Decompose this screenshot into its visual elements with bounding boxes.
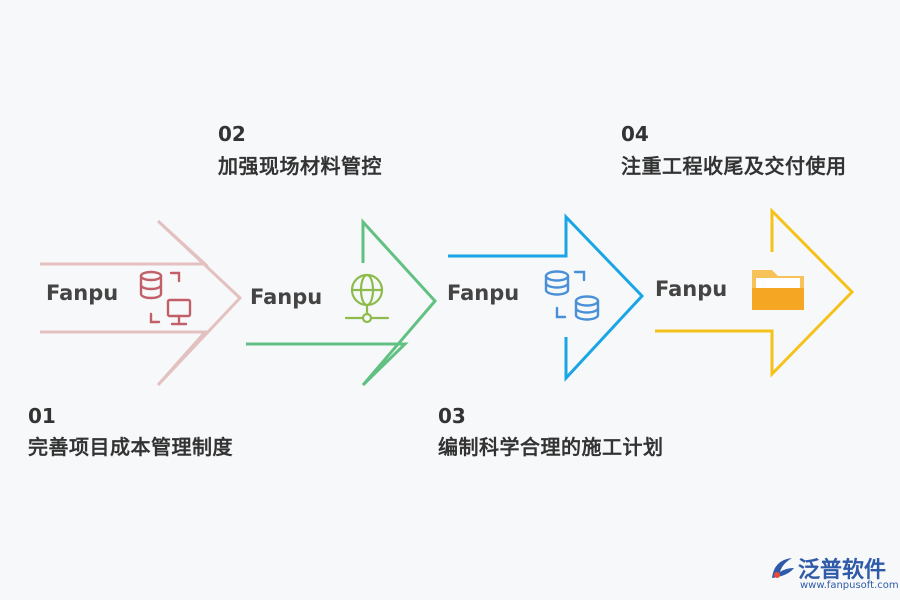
step-brand-3: Fanpu (447, 281, 520, 305)
step-brand-4: Fanpu (655, 277, 728, 301)
step-number-3: 03 (438, 404, 466, 428)
database-computer-icon (139, 270, 192, 326)
folder-icon (752, 270, 804, 310)
step-number-1: 01 (28, 404, 56, 428)
database-sync-icon (544, 270, 600, 321)
globe-network-icon (344, 273, 390, 324)
fanpu-logo-icon (772, 558, 794, 578)
logo-url: www.fanpusoft.com (800, 580, 899, 591)
step-title-2: 加强现场材料管控 (218, 154, 382, 178)
arrow-step-1 (40, 219, 243, 387)
step-title-3: 编制科学合理的施工计划 (438, 435, 664, 459)
fanpu-logo: 泛普软件 www.fanpusoft.com (768, 552, 899, 596)
step-number-4: 04 (621, 122, 649, 146)
step-title-1: 完善项目成本管理制度 (28, 435, 233, 459)
step-number-2: 02 (218, 122, 246, 146)
arrow-step-2 (246, 218, 438, 387)
logo-name: 泛普软件 (798, 558, 887, 583)
arrow-step-3 (448, 213, 645, 382)
step-title-4: 注重工程收尾及交付使用 (621, 154, 847, 178)
arrow-step-4 (655, 207, 855, 378)
step-brand-2: Fanpu (250, 285, 323, 309)
step-brand-1: Fanpu (46, 281, 119, 305)
